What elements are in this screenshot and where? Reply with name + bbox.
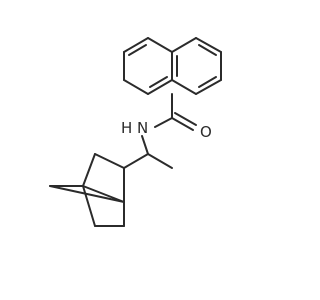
bond-b4 (123, 79, 149, 95)
bond-b2 (123, 37, 149, 53)
hydrogen-atom-label: H (121, 119, 132, 137)
bond-a2 (195, 37, 222, 53)
bond-nitrogen-chiral (141, 135, 149, 155)
bond-carbonyl-nitrogen (154, 117, 173, 128)
naphthalene-ring-b (123, 37, 173, 95)
bond-n9 (49, 185, 125, 203)
ethyl-branch (123, 153, 173, 169)
bond-chiral-bicyclic (123, 153, 149, 169)
bond-b5 (147, 79, 173, 95)
bond-b-inner-1 (128, 44, 147, 56)
bond-carbonyl-oxygen (171, 117, 194, 131)
bond-n1 (94, 153, 125, 169)
bond-n2 (82, 153, 96, 187)
nitrogen-atom-label: N (137, 119, 148, 137)
bond-n5 (82, 185, 96, 227)
norbornane-ring (49, 153, 125, 227)
bond-carbonyl-oxygen-double (174, 112, 197, 126)
bond-n4 (82, 185, 125, 203)
molecule-diagram: O N H (49, 37, 222, 227)
amide-group (141, 93, 197, 155)
bond-b-inner-2 (149, 76, 168, 88)
bond-a4 (195, 79, 222, 95)
bond-chiral-methyl (147, 153, 173, 169)
oxygen-atom-label: O (200, 123, 212, 141)
bond-a-inner-1 (198, 44, 217, 56)
naphthalene-ring-a (171, 37, 222, 95)
bond-b1 (147, 37, 173, 53)
bond-a5 (171, 79, 197, 95)
bond-a1 (171, 37, 197, 53)
structure-canvas: O N H (49, 37, 222, 227)
bond-a-inner-2 (198, 76, 217, 88)
